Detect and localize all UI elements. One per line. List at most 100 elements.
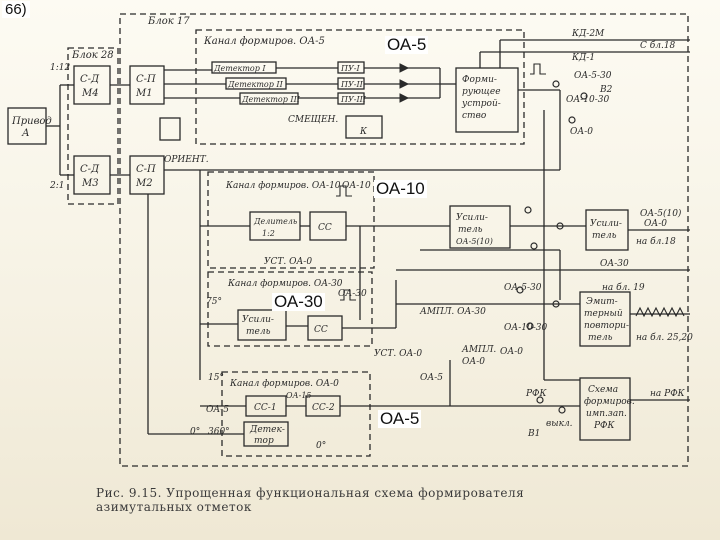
deg75-label: 75° <box>206 297 222 307</box>
rfk-block-label-4: РФК <box>593 421 616 431</box>
amp3-label-1: Усили- <box>242 315 274 325</box>
to-block18-label: на бл.18 <box>636 236 676 247</box>
pu2-label: ПУ-II <box>340 80 364 89</box>
deg0-label: 0° <box>316 441 326 451</box>
oa30-small-label: ОА-30 <box>338 289 367 299</box>
oa15-label: ОА-15 <box>286 391 312 400</box>
shaper-label-2: рующее <box>462 87 501 97</box>
detector-1-label: Детектор I <box>213 64 266 73</box>
bias-label: СМЕЩЕН. <box>288 115 338 125</box>
shaper-label-1: Форми- <box>462 75 497 85</box>
oa5-small-label: ОА-5 <box>420 373 443 383</box>
block28-label: Блок 28 <box>71 50 114 61</box>
det-label-1: Детек- <box>249 425 285 435</box>
emitter-label-1: Эмит- <box>586 297 618 307</box>
oa10-small-label: ОА-10 <box>342 181 371 191</box>
channel-oa0-boundary <box>221 371 371 457</box>
rfk-block-label-2: формиров. <box>584 397 635 407</box>
oa0b-label: ОА-0 <box>500 347 523 357</box>
cc-oa10-label: СС <box>318 223 332 233</box>
ratio-bottom-label: 2:1 <box>49 181 64 191</box>
figure-caption: Рис. 9.15. Упрощенная функциональная схе… <box>96 486 525 514</box>
shaper-label-4: ство <box>462 111 487 121</box>
oa10-label: ОА-10 <box>374 179 427 198</box>
amp1-label-1: Усили- <box>456 213 488 223</box>
drive-label-1: Привод <box>11 116 52 127</box>
ampl-oa0-label-2: ОА-0 <box>462 357 485 367</box>
k-label: К <box>359 127 368 137</box>
sd-m4-label-1: С-Д <box>80 74 100 85</box>
kd2m-label: КД-2М <box>571 29 605 39</box>
ust-oa0-label: УСТ. ОА-0 <box>264 257 312 267</box>
channel-oa10-boundary <box>207 171 375 269</box>
deg-zero-label: 0° <box>190 427 200 437</box>
amp2-label-1: Усили- <box>590 219 622 229</box>
oa5-mid-label: ОА-5 <box>206 405 229 415</box>
to-rfk-label: на РФК <box>650 389 686 399</box>
block28-boundary <box>67 47 119 205</box>
sp-m1-label-1: С-П <box>136 74 156 85</box>
channel-oa5-boundary <box>195 29 525 145</box>
kd1-label: КД-1 <box>571 53 595 63</box>
sp-m2-label-2: М2 <box>135 178 153 189</box>
amp2-label-2: тель <box>592 231 617 241</box>
shaper-label-3: устрой- <box>461 99 501 109</box>
off-label: выкл. <box>546 419 573 429</box>
block17-boundary <box>119 13 689 467</box>
channel-oa10-label: Канал формиров. ОА-10 <box>225 181 341 191</box>
cc2-label: СС-2 <box>312 403 335 413</box>
sd-m3-label-2: М3 <box>81 178 99 189</box>
sd-m4-label-2: М4 <box>81 88 99 99</box>
pu3-label: ПУ-III <box>340 95 367 104</box>
rfk-block-label-1: Схема <box>588 385 618 395</box>
to-block25-20-label: на бл. 25,20 <box>636 332 693 343</box>
figure-label: 66) <box>2 1 30 18</box>
oa5-10-out-label: ОА-5(10) <box>640 208 682 219</box>
sp-m1-label-2: М1 <box>135 88 153 99</box>
divider-label-1: Делитель <box>253 217 297 226</box>
shaper-block <box>455 67 519 133</box>
oa0-out-label: ОА-0 <box>644 219 667 229</box>
to-block19-label: на бл. 19 <box>602 282 645 293</box>
oa5-30b-label: ОА-5-30 <box>504 283 542 293</box>
sp-m2-label-1: С-П <box>136 164 156 175</box>
oa30-label: ОА-30 <box>272 292 325 311</box>
channel-oa30-label: Канал формиров. ОА-30 <box>227 279 343 289</box>
deg15-label: 15° <box>208 373 224 383</box>
ratio-top-label: 1:12 <box>50 63 70 73</box>
sd-m3-label-1: С-Д <box>80 164 100 175</box>
cc1-label: СС-1 <box>254 403 277 413</box>
rfk-block-label-3: имп.зап. <box>586 409 627 419</box>
drive-label-2: А <box>21 128 30 139</box>
oa10-30b-label: ОА-10-30 <box>504 323 547 333</box>
orient-box <box>159 117 181 141</box>
oa5-bottom-label: ОА-5 <box>378 409 422 428</box>
oa5-30-label: ОА-5-30 <box>574 71 612 81</box>
block17-label: Блок 17 <box>147 16 190 27</box>
emitter-label-4: тель <box>588 333 613 343</box>
channel-oa5-label: Канал формиров. ОА-5 <box>203 36 325 47</box>
amp1-label-3: ОА-5(10) <box>456 237 493 246</box>
deg360-label: 360° <box>208 427 230 437</box>
ampl-oa0-label-1: АМПЛ. <box>461 345 496 355</box>
ust-oa0b-label: УСТ. ОА-0 <box>374 349 422 359</box>
det-label-2: тор <box>254 436 274 446</box>
switch-b2-label: В2 <box>599 85 613 95</box>
detector-3-label: Детектор III <box>241 95 301 104</box>
rfk-label: РФК <box>525 389 548 399</box>
switch-v1-label: В1 <box>527 429 540 439</box>
oa5-top-label: ОА-5 <box>385 35 429 54</box>
emitter-label-3: повтори- <box>584 321 629 331</box>
cc-oa30-label: СС <box>314 325 328 335</box>
divider-label-2: 1:2 <box>262 229 275 238</box>
from-block18-label: С бл.18 <box>640 40 676 51</box>
pu1-label: ПУ-I <box>340 64 360 73</box>
channel-oa30-boundary <box>207 271 373 347</box>
ampl-oa30-label: АМПЛ. ОА-30 <box>419 307 486 317</box>
detector-2-label: Детектор II <box>227 80 284 89</box>
oa30-out-label: ОА-30 <box>600 259 629 269</box>
oa10-30-label: ОА-10-30 <box>566 95 609 105</box>
oa0-label: ОА-0 <box>570 127 593 137</box>
